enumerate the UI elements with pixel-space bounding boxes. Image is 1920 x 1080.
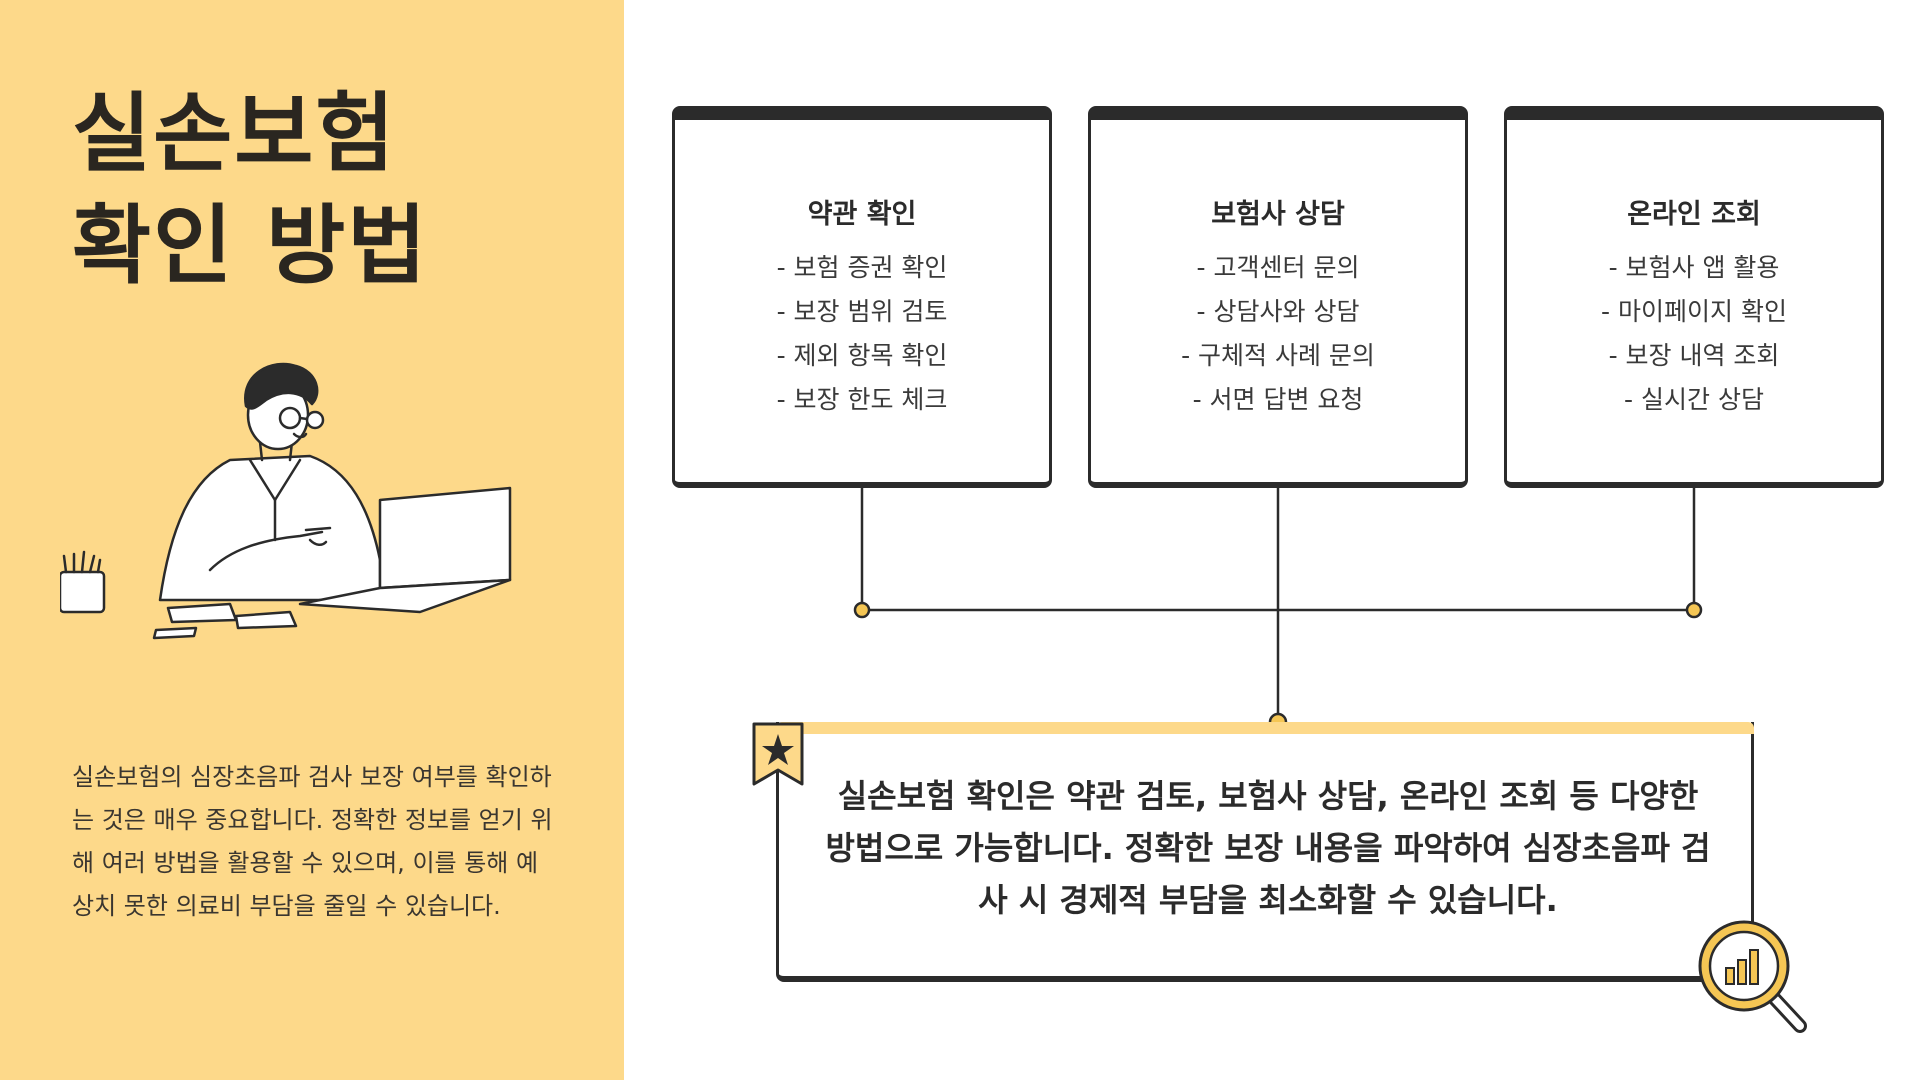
- card-list: - 보험 증권 확인 - 보장 범위 검토 - 제외 항목 확인 - 보장 한도…: [675, 246, 1049, 422]
- title-line-1: 실손보험: [72, 84, 397, 184]
- list-item: - 구체적 사례 문의: [1181, 341, 1375, 370]
- title-line-2: 확인 방법: [72, 196, 429, 296]
- summary-text: 실손보험 확인은 약관 검토, 보험사 상담, 온라인 조회 등 다양한 방법으…: [825, 777, 1711, 919]
- node-left: [853, 601, 871, 619]
- list-item: - 실시간 상담: [1624, 385, 1764, 414]
- card-online-lookup: 온라인 조회 - 보험사 앱 활용 - 마이페이지 확인 - 보장 내역 조회 …: [1504, 106, 1884, 488]
- list-item: - 고객센터 문의: [1196, 253, 1360, 282]
- list-item: - 제외 항목 확인: [776, 341, 948, 370]
- list-item: - 보장 한도 체크: [776, 385, 948, 414]
- list-item: - 보험 증권 확인: [776, 253, 948, 282]
- card-terms: 약관 확인 - 보험 증권 확인 - 보장 범위 검토 - 제외 항목 확인 -…: [672, 106, 1052, 488]
- magnifier-chart-icon: [1698, 920, 1807, 1033]
- description-text: 실손보험의 심장초음파 검사 보장 여부를 확인하는 것은 매우 중요합니다. …: [72, 763, 553, 920]
- man-with-laptop-illustration: [60, 362, 512, 640]
- list-item: - 서면 답변 요청: [1192, 385, 1364, 414]
- page-title: 실손보험 확인 방법: [72, 78, 428, 302]
- list-item: - 보장 범위 검토: [776, 297, 948, 326]
- card-insurer-consult: 보험사 상담 - 고객센터 문의 - 상담사와 상담 - 구체적 사례 문의 -…: [1088, 106, 1468, 488]
- card-list: - 보험사 앱 활용 - 마이페이지 확인 - 보장 내역 조회 - 실시간 상…: [1507, 246, 1881, 422]
- card-title: 온라인 조회: [1627, 199, 1761, 230]
- star-ribbon-icon: [752, 722, 804, 786]
- list-item: - 상담사와 상담: [1196, 297, 1360, 326]
- list-item: - 보험사 앱 활용: [1608, 253, 1780, 282]
- list-item: - 마이페이지 확인: [1601, 297, 1787, 326]
- node-right: [1685, 601, 1703, 619]
- card-title: 약관 확인: [807, 199, 917, 230]
- card-list: - 고객센터 문의 - 상담사와 상담 - 구체적 사례 문의 - 서면 답변 …: [1091, 246, 1465, 422]
- card-title: 보험사 상담: [1211, 199, 1345, 230]
- list-item: - 보장 내역 조회: [1608, 341, 1780, 370]
- summary-accent-bar: [776, 722, 1754, 734]
- summary-box: 실손보험 확인은 약관 검토, 보험사 상담, 온라인 조회 등 다양한 방법으…: [776, 722, 1754, 982]
